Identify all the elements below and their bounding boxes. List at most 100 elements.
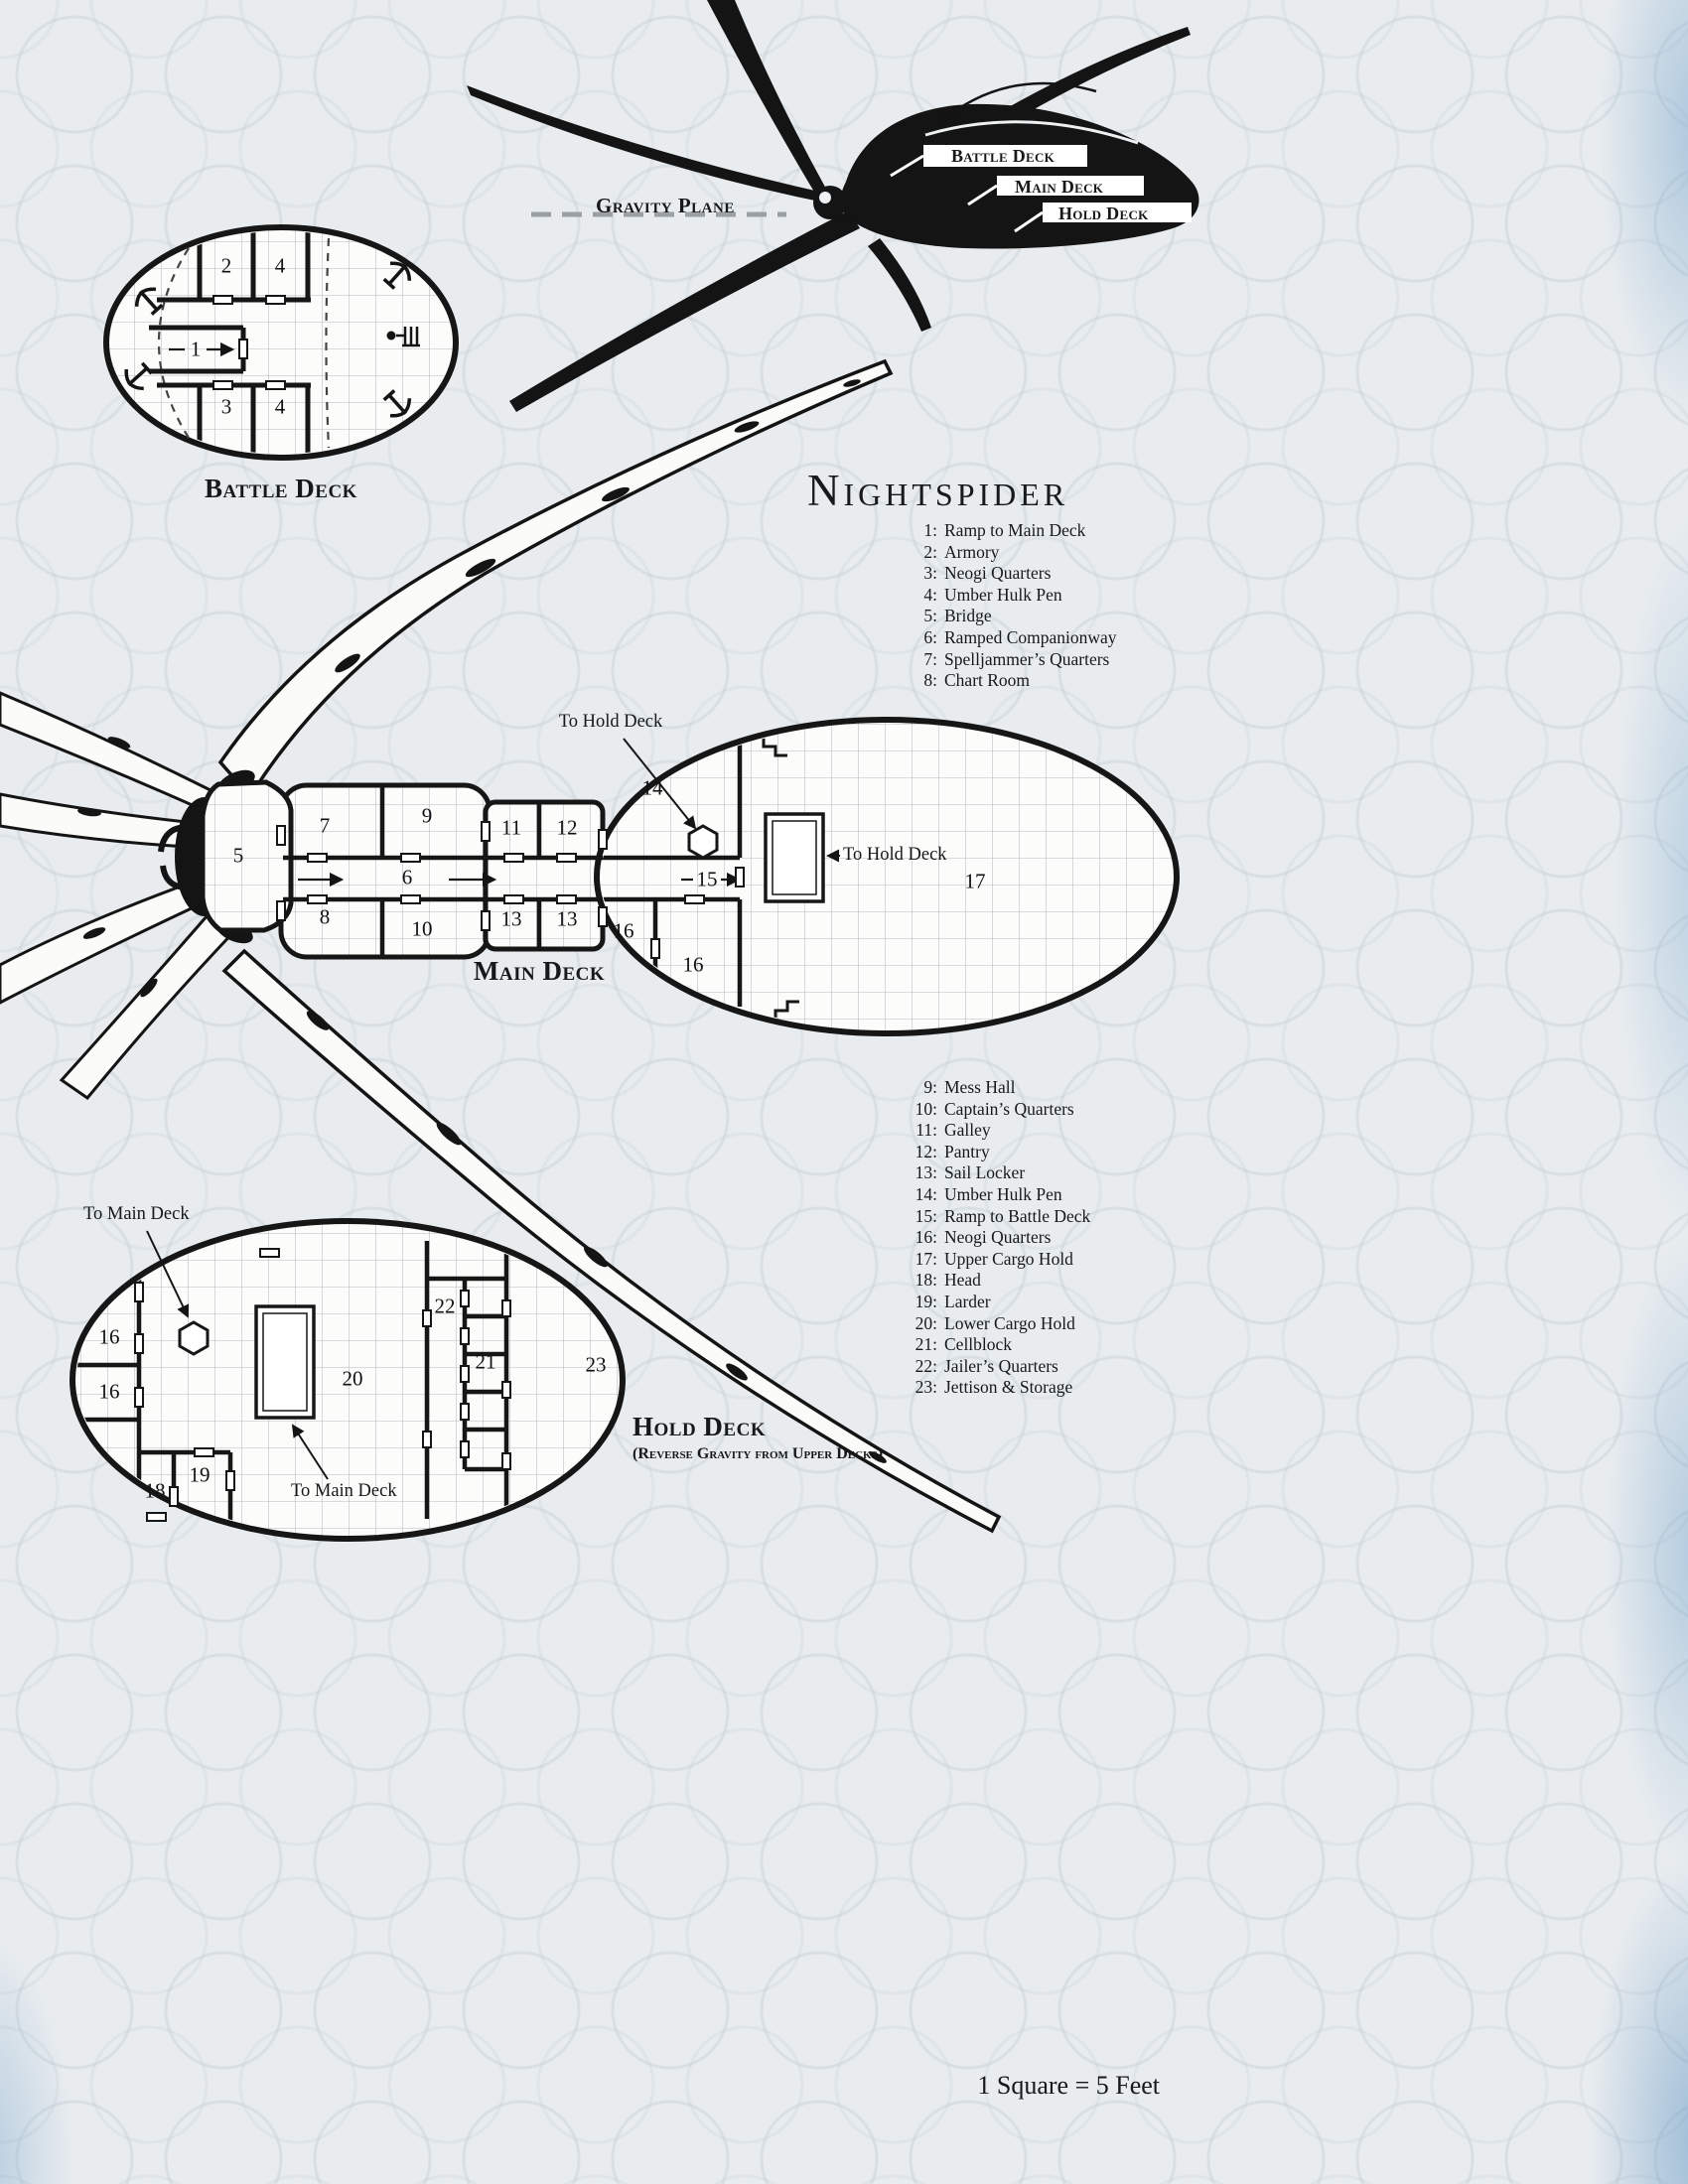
hold-room-23: 23 (585, 1352, 607, 1377)
legend-item-number: 16: (914, 1227, 937, 1248)
side-view-eye (819, 192, 831, 204)
legend-item-label: Upper Cargo Hold (944, 1248, 1073, 1269)
legend-item-label: Ramp to Battle Deck (944, 1205, 1091, 1226)
battle-room-1: 1 (190, 337, 202, 361)
legend-item-number: 4: (923, 584, 937, 605)
main-room-13a: 13 (500, 906, 522, 931)
legend-item-number: 7: (923, 648, 937, 669)
legend-item-5: 5:Bridge (906, 606, 1117, 627)
battle-room-3: 3 (220, 394, 232, 419)
legend-item-number: 20: (914, 1312, 937, 1333)
legend-item-number: 1: (923, 520, 937, 540)
legend-item-13: 13:Sail Locker (906, 1162, 1090, 1184)
main-room-6: 6 (401, 865, 413, 889)
legend-item-number: 6: (923, 626, 937, 647)
legend-item-number: 8: (923, 670, 937, 691)
spider-leg (0, 691, 214, 817)
legend-item-20: 20: Lower Cargo Hold (906, 1313, 1090, 1335)
main-room-14: 14 (641, 775, 663, 800)
legend-item-22: 22:Jailer’s Quarters (906, 1356, 1090, 1378)
legend-item-3: 3:Neogi Quarters (906, 563, 1117, 585)
ship-title: Nightspider (807, 466, 1069, 515)
hold-deck-hull (70, 1218, 626, 1542)
cargo-opening-to-hold-deck (764, 812, 825, 903)
legend-item-label: Captain’s Quarters (944, 1098, 1074, 1119)
hold-room-19: 19 (189, 1462, 211, 1487)
scale-note: 1 Square = 5 Feet (977, 2071, 1160, 2100)
legend-item-23: 23:Jettison & Storage (906, 1377, 1090, 1399)
main-deck-walls (283, 787, 603, 955)
battle-deck-doors (212, 295, 286, 390)
main-room-7: 7 (319, 813, 331, 838)
battle-deck-walls (149, 231, 311, 454)
legend-item-8: 8: Chart Room (906, 670, 1117, 692)
spider-leg (59, 904, 239, 1101)
main-room-9: 9 (421, 803, 433, 828)
main-room-8: 8 (319, 904, 331, 929)
battle-room-4b: 4 (274, 394, 286, 419)
to-hold-deck-label-1: To Hold Deck (558, 712, 663, 732)
main-room-17: 17 (964, 869, 986, 893)
hold-deck-doors (134, 1248, 511, 1522)
hold-deck-title: Hold Deck (633, 1412, 767, 1441)
legend-item-label: Jailer’s Quarters (944, 1355, 1058, 1376)
main-room-12: 12 (556, 815, 578, 840)
legend-item-2: 2: Armory (906, 542, 1117, 564)
hull-highlight (924, 120, 1139, 145)
spider-leg (217, 358, 894, 799)
legend-item-11: 11: Galley (906, 1120, 1090, 1142)
legend-item-label: Lower Cargo Hold (944, 1312, 1075, 1333)
legend-item-label: Ramp to Main Deck (944, 520, 1086, 540)
legend-item-label: Spelljammer’s Quarters (944, 648, 1110, 669)
hold-room-21: 21 (475, 1349, 496, 1374)
hold-room-22: 22 (434, 1294, 456, 1318)
legend-item-label: Galley (944, 1120, 991, 1141)
main-room-10: 10 (411, 916, 433, 941)
legend-item-17: 17: Upper Cargo Hold (906, 1249, 1090, 1271)
legend-item-label: Chart Room (944, 670, 1031, 691)
main-deck-thorax (278, 782, 492, 960)
legend-item-number: 10: (914, 1098, 937, 1119)
spider-fang (160, 865, 200, 890)
side-view-leg (707, 0, 827, 199)
cargo-opening-to-main-deck (254, 1304, 316, 1420)
legend-item-number: 17: (914, 1248, 937, 1269)
main-deck-plan (200, 717, 1180, 1036)
main-deck-abdomen (594, 717, 1180, 1036)
to-main-deck-arrow (291, 1424, 329, 1480)
leg-markings (77, 379, 887, 1463)
legend-item-label: Larder (944, 1291, 991, 1311)
legend-item-10: 10: Captain’s Quarters (906, 1099, 1090, 1121)
hold-room-18: 18 (144, 1478, 166, 1503)
side-view-leg (467, 85, 834, 205)
legend-item-6: 6:Ramped Companionway (906, 626, 1116, 649)
bridge-room (200, 779, 294, 933)
main-room-16a: 16 (613, 918, 634, 943)
legend-item-number: 15: (914, 1205, 937, 1226)
to-hold-deck-label-2: To Hold Deck (843, 845, 947, 865)
hold-room-16b: 16 (98, 1379, 120, 1404)
to-main-deck-arrow (146, 1230, 190, 1318)
legend-item-number: 11: (915, 1120, 937, 1141)
legend-upper: 1: Ramp to Main Deck 2: Armory 3:Neogi Qua… (906, 520, 1117, 692)
legend-item-label: Cellblock (944, 1334, 1013, 1355)
legend-item-number: 9: (923, 1077, 937, 1097)
main-room-11: 11 (500, 815, 522, 840)
legend-item-7: 7: Spelljammer’s Quarters (906, 649, 1117, 671)
hold-deck-plan (70, 1218, 626, 1542)
legend-item-12: 12:Pantry (906, 1142, 1090, 1163)
main-room-5: 5 (232, 843, 244, 868)
legend-item-14: 14:Umber Hulk Pen (906, 1184, 1090, 1206)
legend-item-number: 2: (923, 541, 937, 562)
main-deck-spider (0, 358, 1002, 1534)
deck-level-bands (890, 145, 1192, 233)
hatch-to-main-deck (178, 1320, 210, 1356)
legend-item-label: Neogi Quarters (944, 563, 1052, 584)
legend-item-15: 15: Ramp to Battle Deck (906, 1205, 1091, 1228)
legend-item-label: Armory (944, 541, 1000, 562)
legend-item-number: 23: (914, 1377, 937, 1398)
side-view-main-deck-label: Main Deck (1015, 177, 1104, 197)
legend-item-label: Bridge (944, 606, 992, 626)
legend-item-1: 1: Ramp to Main Deck (906, 520, 1117, 542)
